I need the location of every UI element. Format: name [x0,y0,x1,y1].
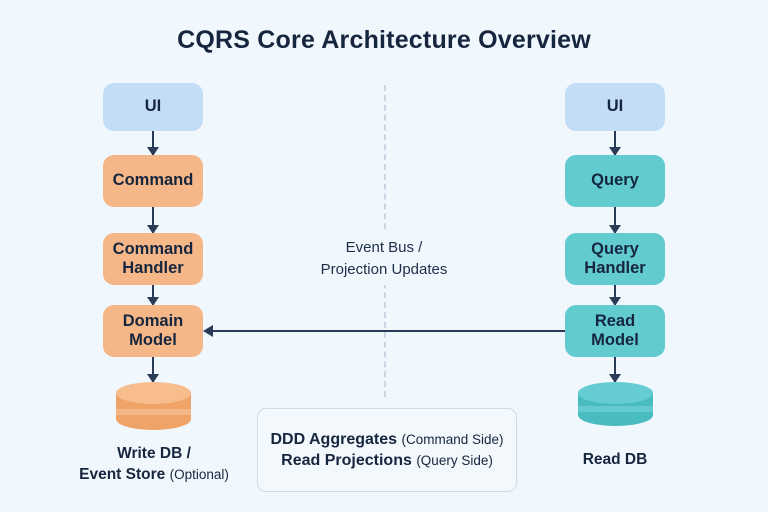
legend-projections-bold: Read Projections [281,452,412,469]
legend-row-aggregates: DDD Aggregates (Command Side) [270,429,503,450]
write-database-cylinder [116,382,191,430]
legend-row-projections: Read Projections (Query Side) [281,450,493,471]
legend-aggregates-bold: DDD Aggregates [270,430,398,448]
node-domain-model[interactable]: Domain Model [103,305,203,357]
arrow-command-to-handler [146,207,160,234]
node-query-handler[interactable]: Query Handler [565,233,665,285]
write-db-line1: Write DB / [117,445,191,462]
arrow-ui-to-query [608,131,622,156]
node-label: UI [144,97,162,116]
node-label: Read Model [591,311,639,349]
arrow-handler-to-read-model [608,285,622,306]
arrow-domain-model-to-read-model-bidirectional [203,325,578,337]
event-bus-label: Event Bus / Projection Updates [294,233,474,285]
write-database-label: Write DB / Event Store (Optional) [29,444,279,486]
node-read-model[interactable]: Read Model [565,305,665,357]
read-database-label: Read DB [582,451,648,468]
node-command[interactable]: Command [103,155,203,207]
legend-box: DDD Aggregates (Command Side) Read Proje… [257,408,517,492]
event-bus-line1: Event Bus / [345,239,423,256]
node-command-handler[interactable]: Command Handler [103,233,203,285]
arrow-ui-to-command [146,131,160,156]
legend-aggregates-note: (Command Side) [401,431,504,447]
read-database-cylinder [578,382,653,426]
event-bus-line2: Projection Updates [320,260,448,278]
arrow-query-to-handler [608,207,622,234]
node-label: Command Handler [112,239,194,277]
node-label: Query [591,171,639,190]
arrow-handler-to-domain-model [146,285,160,306]
arrow-read-model-to-read-db [608,357,622,383]
node-command-ui[interactable]: UI [103,83,203,131]
node-label: UI [606,97,624,116]
write-db-note: (Optional) [169,466,229,482]
legend-projections-note: (Query Side) [416,453,493,468]
node-label: Query Handler [584,239,646,277]
node-query[interactable]: Query [565,155,665,207]
page-title: CQRS Core Architecture Overview [177,26,591,54]
write-db-line2: Event Store [79,465,166,483]
node-query-ui[interactable]: UI [565,83,665,131]
arrow-domain-model-to-write-db [146,357,160,383]
node-label: Command [112,171,194,190]
node-label: Domain Model [122,311,184,349]
